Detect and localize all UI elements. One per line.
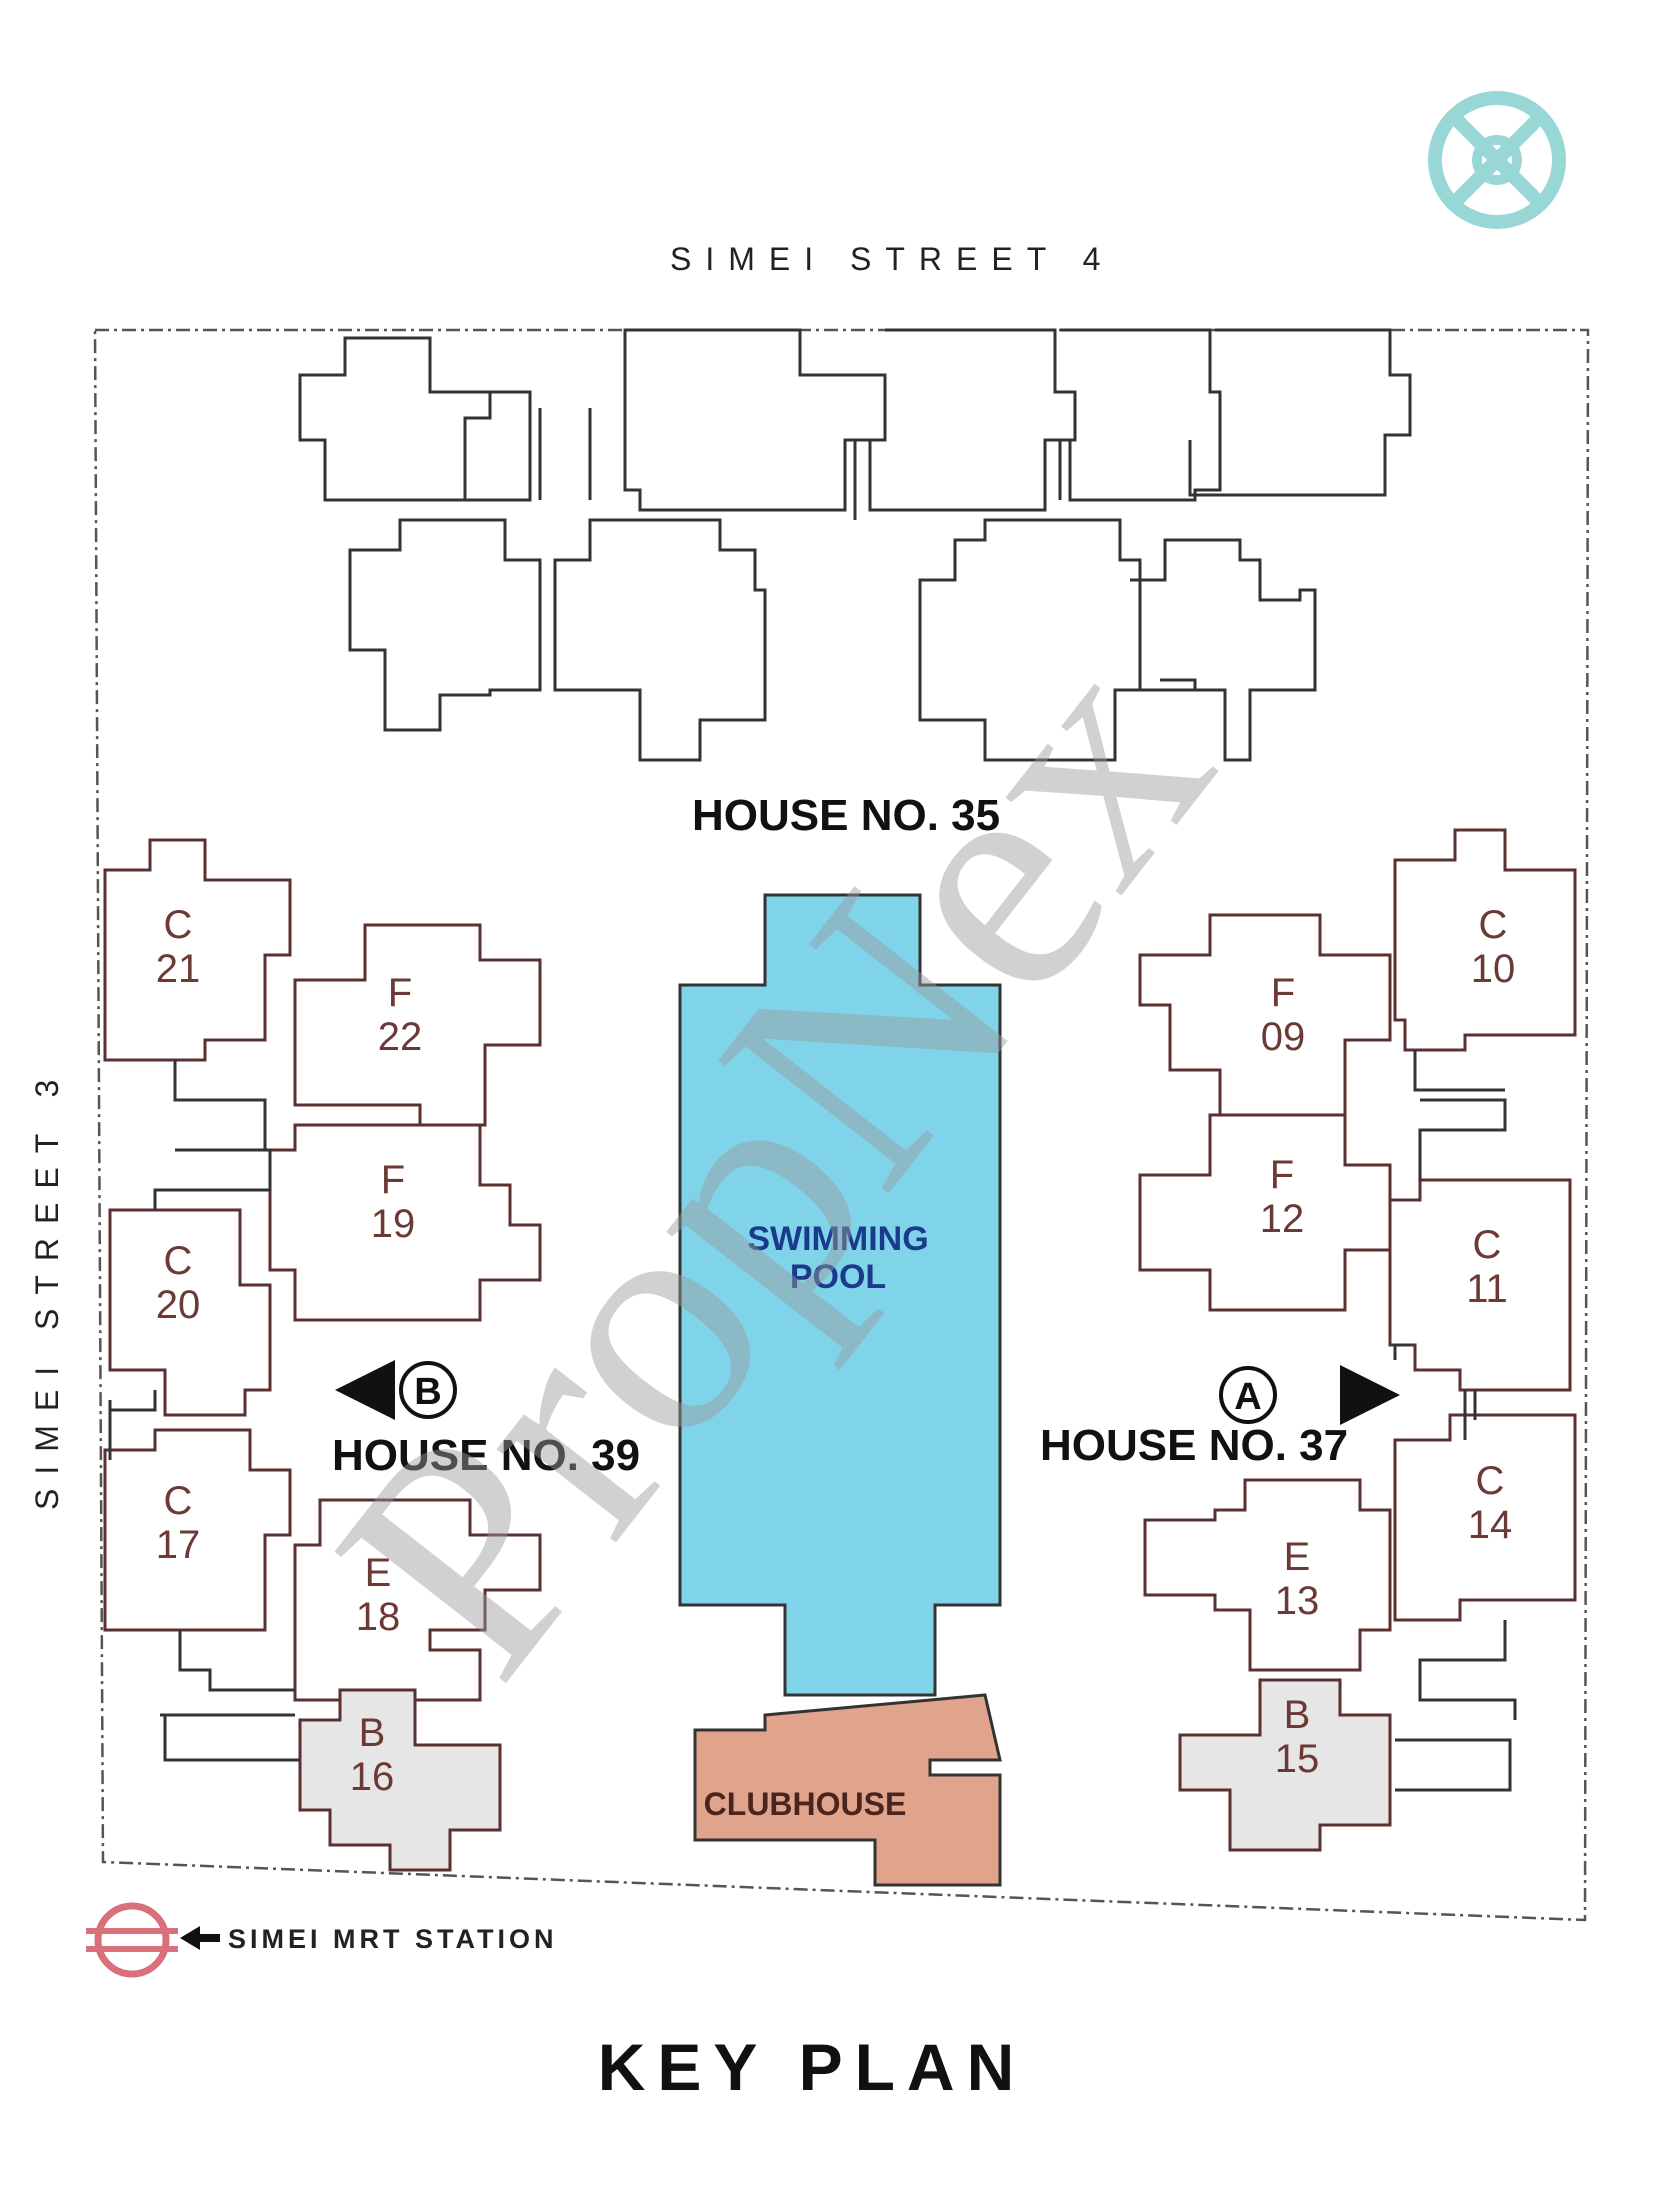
unit-number: 12	[1260, 1197, 1305, 1241]
unit-number: 16	[350, 1755, 395, 1799]
unit-number: 22	[378, 1015, 423, 1059]
unit-number: 15	[1275, 1737, 1320, 1781]
unit-f12: F 12	[1260, 1153, 1305, 1241]
pool-label-line1: SWIMMING	[747, 1220, 928, 1258]
marker-b: B	[335, 1360, 457, 1420]
house-37-label: HOUSE NO. 37	[1040, 1421, 1348, 1470]
arrow-left-icon	[335, 1360, 395, 1420]
unit-type: C	[1479, 903, 1508, 947]
unit-type: C	[164, 903, 193, 947]
mrt-arrow-shaft	[198, 1934, 220, 1942]
unit-f19: F 19	[371, 1158, 416, 1246]
unit-c20: C 20	[156, 1239, 201, 1327]
unit-type: B	[1284, 1693, 1311, 1737]
unit-e18: E 18	[356, 1551, 401, 1639]
street-label-north: SIMEI STREET 4	[670, 241, 1114, 277]
unit-f22: F 22	[378, 971, 423, 1059]
compass-icon	[1428, 91, 1566, 229]
unit-type: C	[164, 1479, 193, 1523]
unit-number: 13	[1275, 1579, 1320, 1623]
clubhouse: CLUBHOUSE	[693, 1693, 1002, 1887]
unit-c21: C 21	[156, 903, 201, 991]
house-39-units	[103, 838, 542, 1872]
site-boundary	[93, 328, 1590, 1922]
house-37-units	[1138, 828, 1577, 1852]
unit-type: C	[1476, 1459, 1505, 1503]
street-label-west: SIMEI STREET 3	[29, 1066, 65, 1510]
unit-b15: B 15	[1275, 1693, 1320, 1781]
marker-b-letter: B	[414, 1371, 441, 1413]
unit-number: 21	[156, 947, 201, 991]
unit-type: F	[381, 1158, 405, 1202]
marker-a: A	[1219, 1365, 1400, 1425]
marker-a-letter: A	[1234, 1376, 1261, 1418]
unit-type: C	[1473, 1223, 1502, 1267]
unit-type: F	[1270, 1153, 1294, 1197]
house-35-label: HOUSE NO. 35	[692, 791, 1000, 840]
unit-type: E	[1284, 1535, 1311, 1579]
house-39-label: HOUSE NO. 39	[332, 1431, 640, 1480]
unit-number: 14	[1468, 1503, 1513, 1547]
unit-type: F	[1271, 971, 1295, 1015]
mrt-logo-icon	[86, 1902, 178, 1978]
unit-c14: C 14	[1468, 1459, 1513, 1547]
clubhouse-label: CLUBHOUSE	[704, 1786, 907, 1822]
plan-title: KEY PLAN	[598, 2030, 1027, 2104]
mrt-arrow-icon	[180, 1926, 200, 1950]
unit-type: B	[359, 1711, 386, 1755]
unit-number: 17	[156, 1523, 201, 1567]
mrt-label: SIMEI MRT STATION	[228, 1924, 557, 1954]
arrow-right-icon	[1340, 1365, 1400, 1425]
unit-c11: C 11	[1466, 1223, 1508, 1311]
pool-label-line2: POOL	[790, 1258, 886, 1296]
unit-number: 20	[156, 1283, 201, 1327]
unit-f09: F 09	[1261, 971, 1306, 1059]
unit-number: 11	[1466, 1267, 1508, 1311]
unit-number: 18	[356, 1595, 401, 1639]
house-35-blocks	[298, 328, 1412, 762]
unit-type: F	[388, 971, 412, 1015]
unit-number: 09	[1261, 1015, 1306, 1059]
unit-e13: E 13	[1275, 1535, 1320, 1623]
unit-c10: C 10	[1471, 903, 1516, 991]
unit-type: E	[365, 1551, 392, 1595]
unit-type: C	[164, 1239, 193, 1283]
unit-number: 10	[1471, 947, 1516, 991]
unit-number: 19	[371, 1202, 416, 1246]
unit-b16: B 16	[350, 1711, 395, 1799]
unit-c17: C 17	[156, 1479, 201, 1567]
swimming-pool: SWIMMING POOL	[678, 893, 1002, 1697]
